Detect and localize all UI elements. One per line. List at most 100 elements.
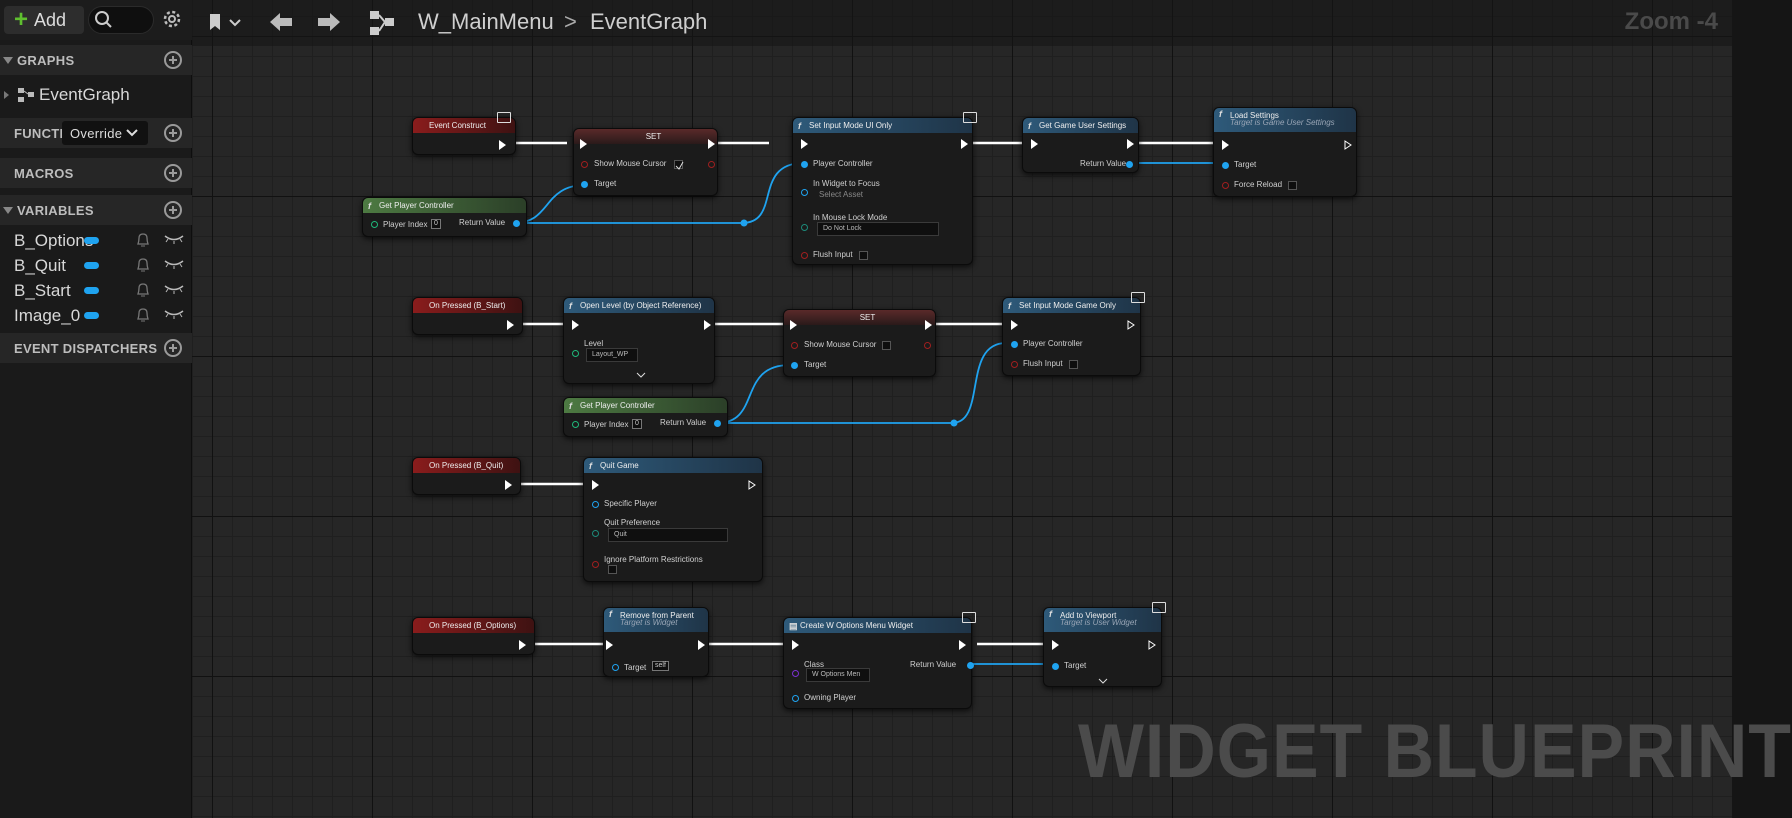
widget-pin[interactable] <box>801 189 808 196</box>
back-arrow-icon[interactable] <box>266 8 296 36</box>
exec-in-pin[interactable] <box>606 640 613 650</box>
bell-icon[interactable] <box>136 257 150 273</box>
target-input[interactable]: self <box>652 661 669 671</box>
event-graph-canvas[interactable]: W_MainMenu > EventGraph Zoom -4 <box>192 0 1791 818</box>
variable-row[interactable]: B_Start <box>0 279 192 303</box>
ignore-restrictions-checkbox[interactable] <box>608 565 617 574</box>
bool-pin[interactable] <box>1011 361 1018 368</box>
exec-out-pin[interactable] <box>1148 640 1156 650</box>
node-set-show-cursor[interactable]: SET Show Mouse Cursor Target <box>783 309 936 377</box>
node-set-show-cursor[interactable]: SET Show Mouse Cursor Target <box>573 128 718 196</box>
variables-section-header[interactable]: VARIABLES <box>0 195 192 225</box>
player-index-input[interactable]: 0 <box>431 219 441 229</box>
exec-out-pin[interactable] <box>505 480 512 490</box>
exec-out-pin[interactable] <box>748 480 756 490</box>
enum-pin[interactable] <box>801 224 808 231</box>
return-value-pin[interactable] <box>513 220 520 227</box>
bool-pin[interactable] <box>791 342 798 349</box>
target-pin[interactable] <box>612 664 619 671</box>
exec-in-pin[interactable] <box>792 640 799 650</box>
graphs-section-header[interactable]: GRAPHS <box>0 45 192 75</box>
exec-out-pin[interactable] <box>959 640 966 650</box>
flush-input-checkbox[interactable] <box>859 251 868 260</box>
return-value-pin[interactable] <box>714 420 721 427</box>
exec-in-pin[interactable] <box>580 139 587 149</box>
bell-icon[interactable] <box>136 307 150 323</box>
player-controller-pin[interactable] <box>1011 341 1018 348</box>
player-index-input[interactable]: 0 <box>632 419 642 429</box>
macros-section-header[interactable]: MACROS <box>0 158 192 188</box>
add-button[interactable]: +Add <box>4 6 84 34</box>
settings-gear-icon[interactable] <box>160 7 184 31</box>
forward-arrow-icon[interactable] <box>314 8 344 36</box>
node-on-pressed-options[interactable]: On Pressed (B_Options) <box>412 617 535 655</box>
variable-row[interactable]: B_Quit <box>0 254 192 278</box>
player-index-pin[interactable] <box>572 421 579 428</box>
exec-in-pin[interactable] <box>1011 320 1018 330</box>
exec-out-pin[interactable] <box>507 320 514 330</box>
class-pin[interactable] <box>792 670 799 677</box>
owning-player-pin[interactable] <box>792 695 799 702</box>
exec-out-pin[interactable] <box>704 320 711 330</box>
exec-in-pin[interactable] <box>572 320 579 330</box>
override-dropdown[interactable]: Override <box>62 121 148 145</box>
add-dispatcher-icon[interactable] <box>164 339 182 357</box>
return-value-pin[interactable] <box>1126 161 1133 168</box>
exec-out-pin[interactable] <box>1127 320 1135 330</box>
exec-out-pin[interactable] <box>1127 139 1134 149</box>
show-cursor-checkbox[interactable] <box>882 341 891 350</box>
exec-in-pin[interactable] <box>592 480 599 490</box>
variable-row[interactable]: Image_0 <box>0 304 192 328</box>
bell-icon[interactable] <box>136 282 150 298</box>
quit-preference-dropdown[interactable]: Quit <box>608 528 728 542</box>
exec-in-pin[interactable] <box>1222 140 1229 150</box>
bool-out-pin[interactable] <box>708 161 715 168</box>
eye-closed-icon[interactable] <box>164 308 184 320</box>
exec-out-pin[interactable] <box>1344 140 1352 150</box>
exec-out-pin[interactable] <box>925 320 932 330</box>
exec-out-pin[interactable] <box>698 640 705 650</box>
exec-in-pin[interactable] <box>1052 640 1059 650</box>
eye-closed-icon[interactable] <box>164 233 184 245</box>
exec-out-pin[interactable] <box>519 640 526 650</box>
exec-out-pin[interactable] <box>961 139 968 149</box>
target-pin[interactable] <box>1222 162 1229 169</box>
bool-pin[interactable] <box>801 252 808 259</box>
sidebar-item-eventgraph[interactable]: EventGraph <box>0 82 192 108</box>
exec-in-pin[interactable] <box>790 320 797 330</box>
show-cursor-checkbox[interactable] <box>674 160 684 170</box>
bool-pin[interactable] <box>1222 182 1229 189</box>
bool-pin[interactable] <box>581 161 588 168</box>
node-on-pressed-quit[interactable]: On Pressed (B_Quit) <box>412 457 521 495</box>
node-on-pressed-start[interactable]: On Pressed (B_Start) <box>412 297 523 335</box>
exec-out-pin[interactable] <box>499 140 506 150</box>
flush-input-checkbox[interactable] <box>1069 360 1078 369</box>
exec-in-pin[interactable] <box>801 139 808 149</box>
target-pin[interactable] <box>581 181 588 188</box>
search-input[interactable] <box>88 6 154 34</box>
eye-closed-icon[interactable] <box>164 283 184 295</box>
node-create-widget[interactable]: ▤Create W Options Menu Widget Class W Op… <box>783 612 976 709</box>
node-event-construct[interactable]: Event Construct <box>412 112 516 155</box>
breadcrumb-blueprint[interactable]: W_MainMenu <box>418 9 554 34</box>
target-pin[interactable] <box>791 362 798 369</box>
bool-out-pin[interactable] <box>924 342 931 349</box>
chevron-down-icon[interactable] <box>636 372 646 378</box>
enum-pin[interactable] <box>592 530 599 537</box>
add-function-icon[interactable] <box>164 124 182 142</box>
exec-in-pin[interactable] <box>1031 139 1038 149</box>
eye-closed-icon[interactable] <box>164 258 184 270</box>
force-reload-checkbox[interactable] <box>1288 181 1297 190</box>
return-value-pin[interactable] <box>967 662 974 669</box>
bookmark-icon[interactable] <box>206 8 246 36</box>
player-controller-pin[interactable] <box>801 161 808 168</box>
asset-picker[interactable]: Select Asset <box>819 190 864 199</box>
